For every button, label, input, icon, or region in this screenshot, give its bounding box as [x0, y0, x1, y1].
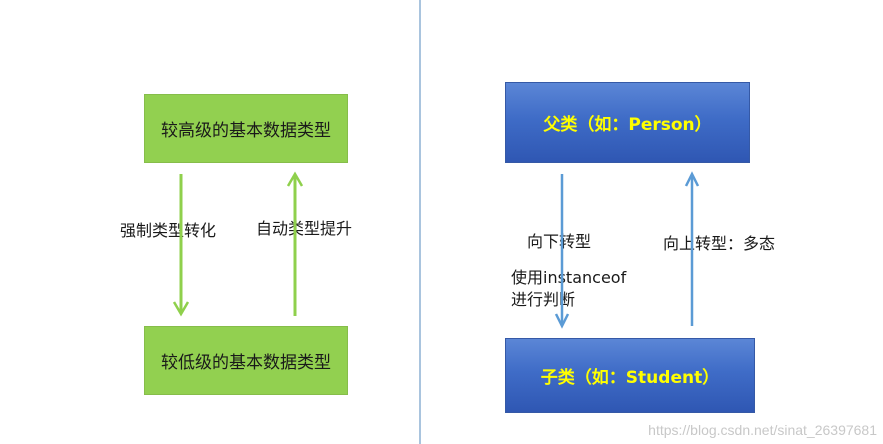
- lower-primitive-type-box: 较低级的基本数据类型: [144, 326, 348, 395]
- higher-primitive-type-box: 较高级的基本数据类型: [144, 94, 348, 163]
- promotion-label: 自动类型提升: [256, 219, 353, 238]
- parent-class-box: 父类（如：Person）: [505, 82, 750, 163]
- casting-label: 强制类型转化: [120, 221, 217, 240]
- casting-down-arrow: [172, 174, 190, 317]
- promotion-up-arrow: [286, 171, 304, 316]
- parent-class-label: 父类（如：Person）: [543, 115, 712, 135]
- watermark: https://blog.csdn.net/sinat_26397681: [648, 422, 877, 438]
- child-class-box: 子类（如：Student）: [505, 338, 755, 413]
- instanceof-note-line2: 进行判断: [511, 290, 576, 309]
- upcast-arrow: [684, 171, 700, 326]
- higher-primitive-type-label: 较高级的基本数据类型: [161, 121, 331, 141]
- child-class-label: 子类（如：Student）: [540, 368, 720, 388]
- panel-divider: [419, 0, 421, 444]
- downcast-label: 向下转型: [527, 232, 592, 251]
- downcast-arrow: [554, 174, 570, 329]
- instanceof-note-line1: 使用instanceof: [511, 268, 627, 287]
- lower-primitive-type-label: 较低级的基本数据类型: [161, 353, 331, 373]
